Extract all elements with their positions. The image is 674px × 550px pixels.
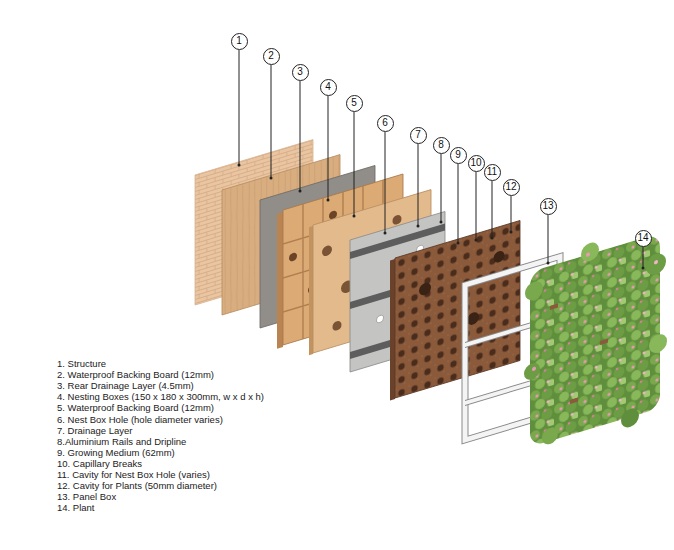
- callout-circle: 4: [320, 79, 337, 96]
- leader-lines: [239, 50, 643, 268]
- key-entry: 11. Cavity for Nest Box Hole (varies): [57, 469, 210, 480]
- callout-circle: 10: [468, 155, 485, 172]
- callout-number: 9: [455, 150, 461, 160]
- callout-number: 14: [637, 233, 648, 243]
- key-entry: 5. Waterproof Backing Board (12mm): [57, 402, 214, 413]
- callout-number: 4: [325, 82, 331, 92]
- callout-circle: 5: [346, 95, 363, 112]
- callout-number: 11: [487, 167, 497, 177]
- key-entry: 14. Plant: [57, 502, 95, 513]
- key-entry: 13. Panel Box: [57, 491, 116, 502]
- key-entry: 8.Aluminium Rails and Dripline: [57, 436, 186, 447]
- callout-number: 6: [382, 118, 388, 128]
- key-entry: 9. Growing Medium (62mm): [57, 447, 175, 458]
- key-entry: 10. Capillary Breaks: [57, 458, 142, 469]
- callout-circle: 1: [231, 33, 248, 50]
- callout-circle: 8: [433, 137, 450, 154]
- key-entry: 3. Rear Drainage Layer (4.5mm): [57, 380, 194, 391]
- callout-number: 2: [268, 51, 274, 61]
- callout-circle: 2: [263, 48, 280, 65]
- callout-circle: 3: [292, 64, 309, 81]
- key-entry: 6. Nest Box Hole (hole diameter varies): [57, 414, 223, 425]
- key-entry: 1. Structure: [57, 358, 106, 369]
- callout-number: 7: [415, 130, 421, 140]
- key-entry: 4. Nesting Boxes (150 x 180 x 300mm, w x…: [57, 391, 264, 402]
- callout-number: 8: [438, 140, 444, 150]
- callout-number: 10: [470, 158, 481, 168]
- callout-circle: 6: [377, 115, 394, 132]
- callout-circle: 11: [484, 164, 501, 181]
- callout-number: 13: [542, 201, 553, 211]
- callout-number: 12: [505, 182, 516, 192]
- callout-number: 5: [351, 98, 357, 108]
- key-entry: 7. Drainage Layer: [57, 425, 133, 436]
- callout-circle: 13: [540, 198, 557, 215]
- callout-circle: 7: [410, 127, 427, 144]
- callout-circle: 14: [635, 230, 652, 247]
- key-entry: 2. Waterproof Backing Board (12mm): [57, 369, 214, 380]
- callout-circle: 9: [450, 147, 467, 164]
- callout-number: 3: [297, 67, 303, 77]
- callout-circle: 12: [503, 179, 520, 196]
- callout-number: 1: [236, 36, 242, 46]
- key-entry: 12. Cavity for Plants (50mm diameter): [57, 480, 217, 491]
